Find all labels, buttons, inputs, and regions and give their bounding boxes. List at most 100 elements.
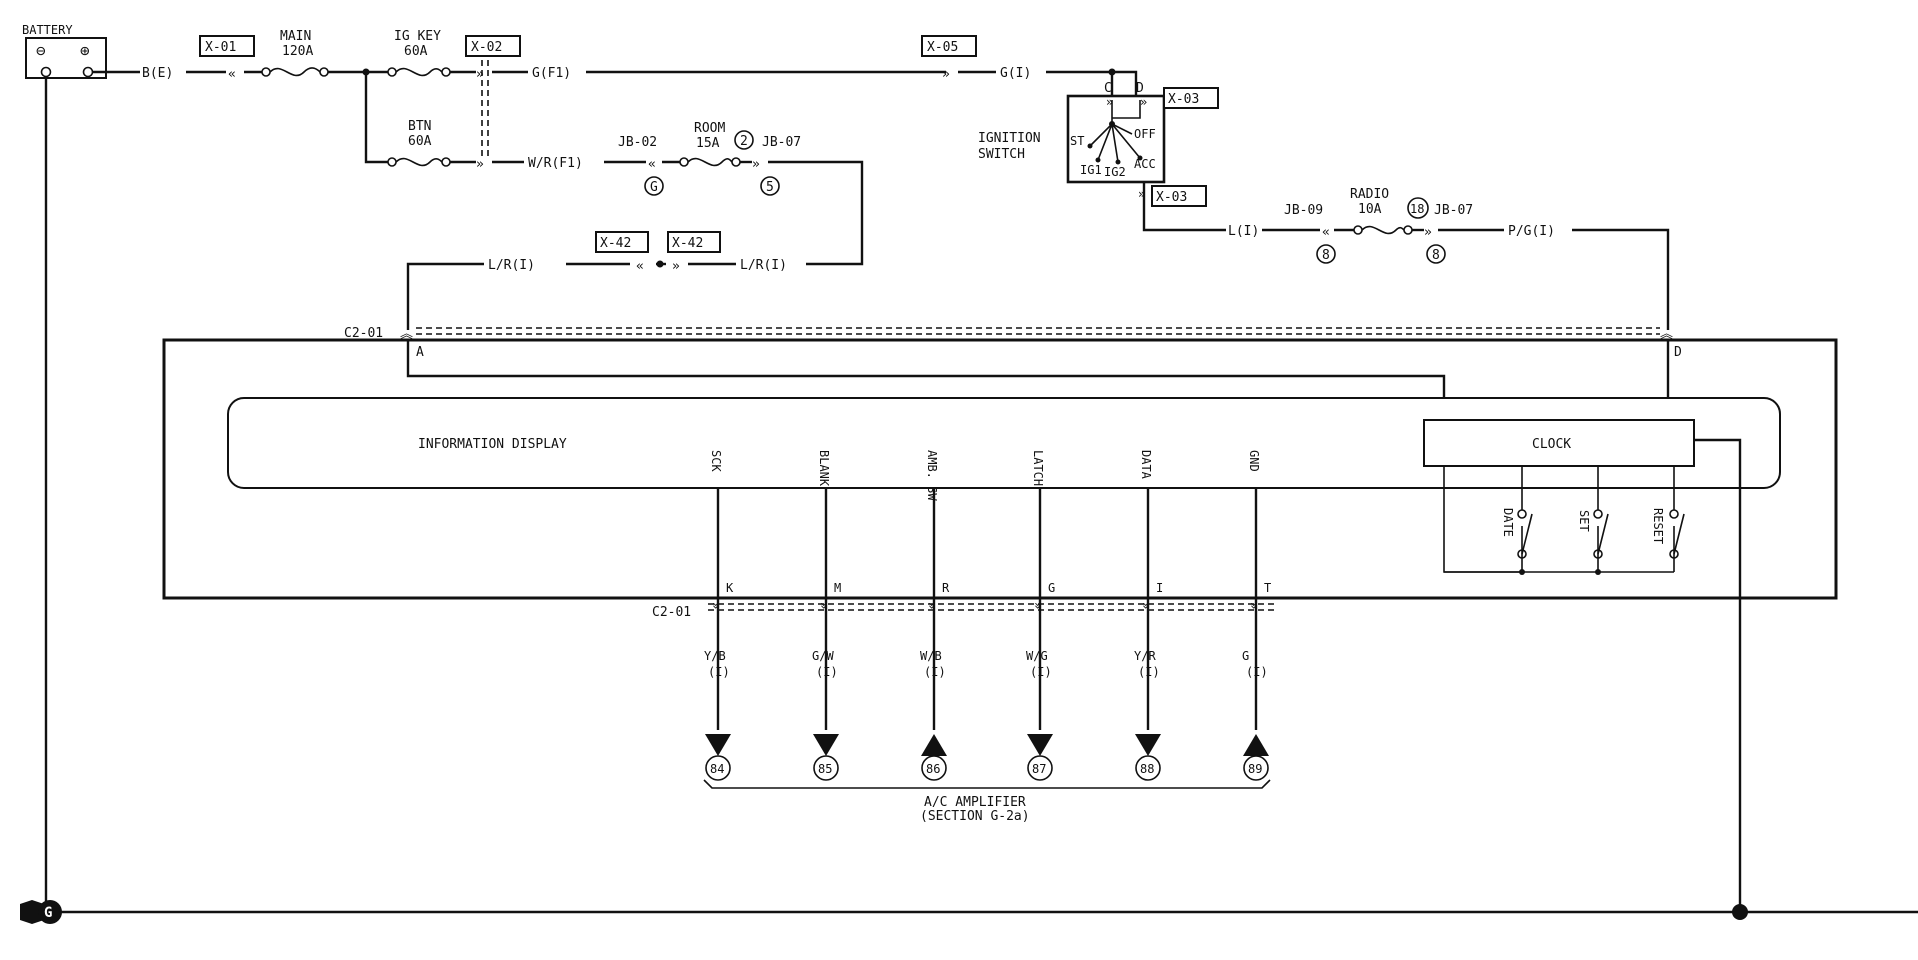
signal-ref-circle-gnd	[1243, 755, 1269, 781]
information-display-unit	[227, 397, 1781, 489]
signal-pin-gnd: T	[1264, 581, 1271, 595]
signal-ref-sck: 84	[710, 762, 724, 776]
svg-text:»: »	[752, 157, 760, 172]
signal-wire-location-gnd: (I)	[1246, 665, 1268, 679]
room-fuse-amp: 15A	[696, 136, 720, 151]
svg-text:»: »	[1106, 95, 1113, 109]
signal-pin-blank: M	[834, 581, 841, 595]
svg-text:»: »	[672, 259, 680, 274]
btn-branch-wire	[364, 72, 388, 164]
room-fuse: ROOM 15A 2	[679, 121, 754, 167]
signal-ref-latch: 87	[1032, 762, 1046, 776]
signal-connector-mark-data: »	[1139, 602, 1153, 609]
btn-fuse-label: BTN	[408, 119, 431, 134]
jb07b-pin: 8	[1432, 248, 1440, 263]
ignition-switch: IGNITION SWITCH C D » » OFF ST IG1 IG2 A…	[978, 81, 1166, 184]
amplifier-label-1: A/C AMPLIFIER	[924, 795, 1026, 810]
radio-fuse-amp: 10A	[1358, 202, 1382, 217]
switch-reset: RESET	[1651, 508, 1685, 559]
wire-lr-a-label: L/R(I)	[488, 258, 535, 273]
signal-arrow-latch	[1027, 734, 1053, 756]
svg-text:»: »	[476, 67, 484, 82]
igkey-fuse: IG KEY 60A	[387, 29, 451, 77]
jb02-pin: G	[650, 180, 658, 195]
signal-name-blank: BLANK	[817, 450, 831, 487]
svg-text:«: «	[648, 157, 656, 172]
signal-wire-color-sck: Y/B	[704, 649, 726, 663]
switch-set: SET	[1577, 509, 1609, 575]
signal-wire-location-data: (I)	[1138, 665, 1160, 679]
signal-pin-data: I	[1156, 581, 1163, 595]
svg-text:»: »	[942, 67, 950, 82]
signal-wire-color-data: Y/R	[1134, 649, 1156, 663]
svg-text:«: «	[636, 259, 644, 274]
c201-top-label: C2-01	[344, 326, 383, 341]
radio-fuse-number: 18	[1410, 202, 1424, 216]
clock-unit	[1423, 419, 1695, 467]
connector-x42b: X-42	[672, 236, 703, 251]
wire-lr-b-label: L/R(I)	[740, 258, 787, 273]
wire-gf1-label: G(F1)	[532, 66, 571, 81]
signal-ref-gnd: 89	[1248, 762, 1262, 776]
signal-ref-circle-latch	[1027, 755, 1053, 781]
signal-connector-mark-latch: »	[1031, 602, 1045, 609]
pin-d-label: D	[1674, 345, 1682, 360]
signal-name-amb-sw: AMB. SW	[925, 450, 939, 501]
amplifier-label-2: (SECTION G-2a)	[920, 809, 1030, 824]
ignition-pin-d: D	[1136, 81, 1144, 96]
jb09-pin: 8	[1322, 248, 1330, 263]
svg-text:»: »	[1140, 95, 1147, 109]
signal-connector-mark-gnd: »	[1247, 602, 1261, 609]
connector-x42a: X-42	[600, 236, 631, 251]
wire-li-label: L(I)	[1228, 224, 1259, 239]
signal-arrow-blank	[813, 734, 839, 756]
svg-text:»: »	[1424, 225, 1432, 240]
signal-wire-location-latch: (I)	[1030, 665, 1052, 679]
signal-pin-latch: G	[1048, 581, 1055, 595]
wire-be-label: B(E)	[142, 66, 173, 81]
ignition-pos-acc: ACC	[1134, 157, 1156, 171]
amplifier-bracket	[703, 779, 1271, 789]
signal-pin-sck: K	[726, 581, 734, 595]
main-fuse-label: MAIN	[280, 29, 311, 44]
signal-ref-circle-data	[1135, 755, 1161, 781]
signal-ref-amb-sw: 86	[926, 762, 940, 776]
signal-arrow-data	[1135, 734, 1161, 756]
signal-arrow-gnd	[1243, 734, 1269, 756]
ignition-label: IGNITION	[978, 131, 1041, 146]
connector-x02: X-02	[471, 40, 502, 55]
btn-fuse: BTN 60A	[387, 119, 451, 167]
signal-wire-color-gnd: G	[1242, 649, 1249, 663]
signal-ref-circle-amb-sw	[921, 755, 947, 781]
jb07b-label: JB-07	[1434, 203, 1473, 218]
ignition-pos-ig1: IG1	[1080, 163, 1102, 177]
signal-ref-circle-sck	[705, 755, 731, 781]
information-display-title: INFORMATION DISPLAY	[418, 437, 567, 452]
signal-wire-location-amb-sw: (I)	[924, 665, 946, 679]
svg-text:»: »	[1138, 187, 1145, 201]
switch-date: DATE	[1501, 508, 1533, 575]
jb09-label: JB-09	[1284, 203, 1323, 218]
connector-x05: X-05	[927, 40, 958, 55]
connector-x01-mark: «	[228, 67, 236, 82]
switch-set-label: SET	[1577, 510, 1591, 532]
radio-fuse: RADIO 10A 18	[1350, 187, 1429, 235]
main-fuse: MAIN 120A	[269, 29, 329, 77]
btn-fuse-amp: 60A	[408, 134, 432, 149]
signal-arrow-amb-sw	[921, 734, 947, 756]
signal-connector-mark-sck: »	[709, 602, 723, 609]
svg-text:«: «	[1322, 225, 1330, 240]
ground-symbol: G	[20, 900, 62, 924]
signal-ref-blank: 85	[818, 762, 832, 776]
jb02-label: JB-02	[618, 135, 657, 150]
battery-positive-terminal: ⊕	[80, 41, 90, 60]
igkey-fuse-label: IG KEY	[394, 29, 441, 44]
switch-date-label: DATE	[1501, 508, 1515, 537]
ignition-pos-off: OFF	[1134, 127, 1156, 141]
signal-wire-color-blank: G/W	[812, 649, 834, 663]
room-fuse-number: 2	[740, 134, 748, 149]
main-fuse-amp: 120A	[282, 44, 313, 59]
signal-name-latch: LATCH	[1031, 450, 1045, 486]
battery: BATTERY ⊖ ⊕	[22, 23, 107, 79]
